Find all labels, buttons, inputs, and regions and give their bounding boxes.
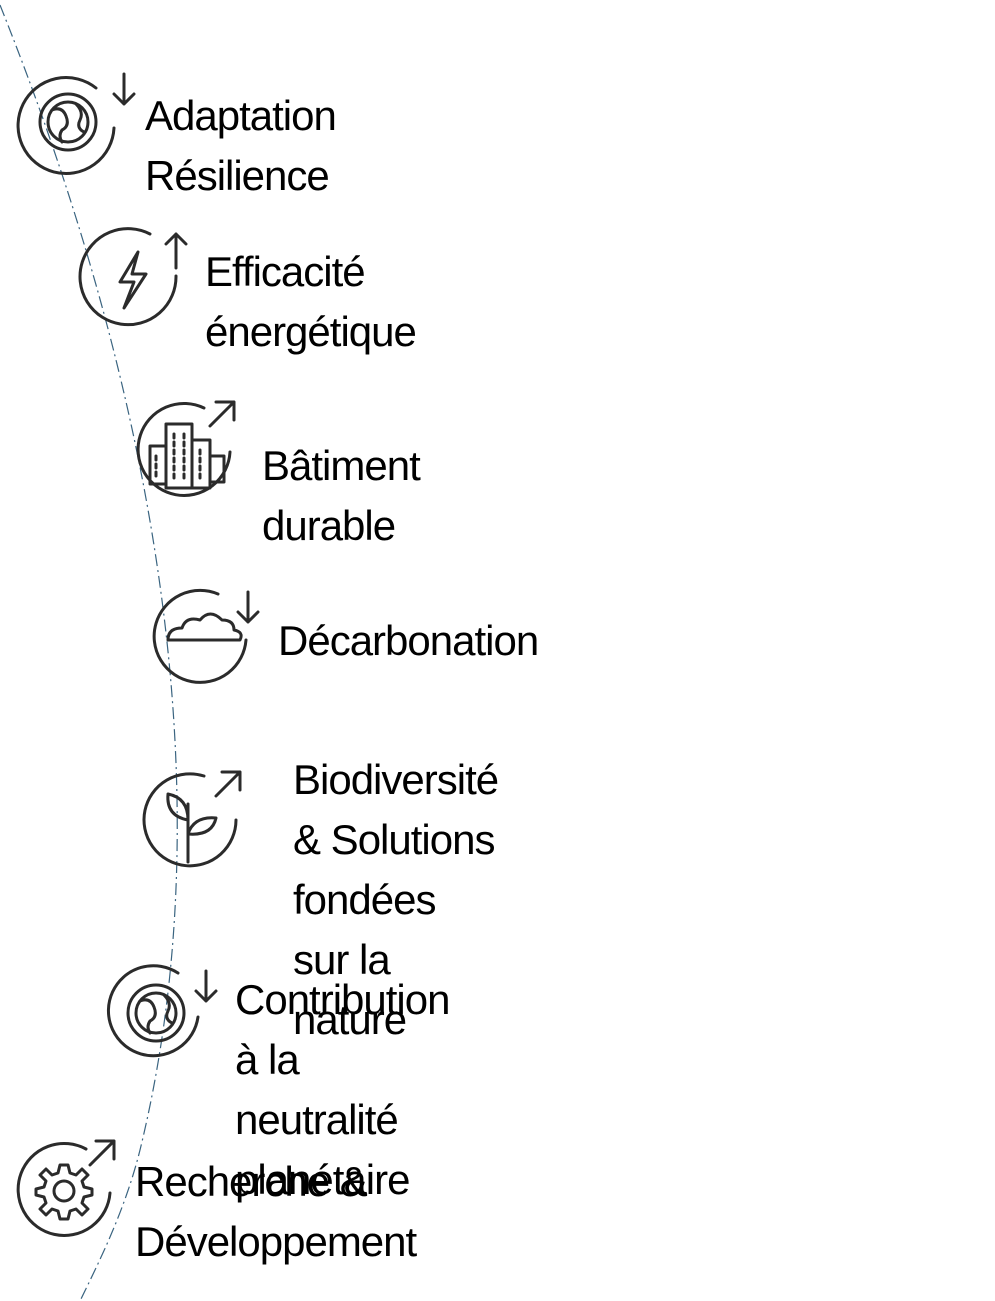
plant-arrow-icon	[142, 768, 252, 868]
topic-label: Décarbonation	[278, 617, 539, 664]
globe-down-arrow-icon	[107, 964, 230, 1065]
topic-label: Biodiversité & Solutions fondées sur la …	[293, 756, 499, 1043]
topic-label: Contribution à la neutralité planétaire	[235, 976, 450, 1203]
buildings-arrow-icon	[136, 398, 246, 498]
cloud-down-arrow-icon	[152, 588, 272, 688]
topic-label: Recherche & Développement	[135, 1158, 417, 1265]
topic-label: Bâtiment durable	[262, 442, 421, 549]
topic-label: Efficacité énergétique	[205, 248, 417, 355]
globe-down-arrow-icon	[16, 70, 148, 180]
topic-label: Adaptation Résilience	[145, 92, 337, 199]
gear-arrow-icon	[16, 1135, 126, 1245]
lightning-up-arrow-icon	[78, 227, 200, 328]
